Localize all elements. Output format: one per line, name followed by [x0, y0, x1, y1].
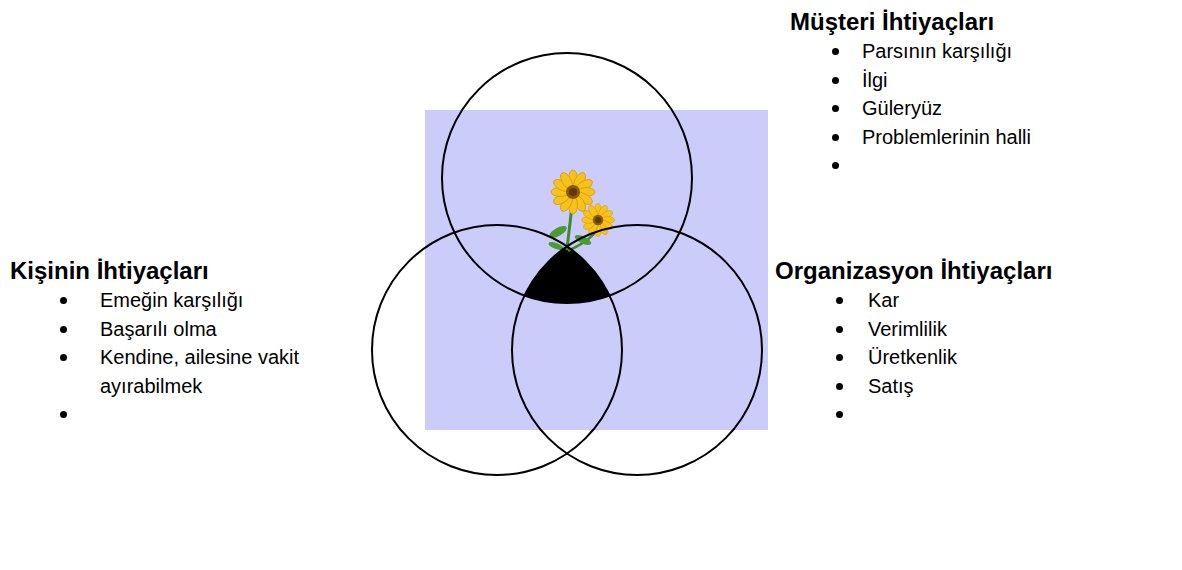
list-bullet	[836, 383, 843, 390]
list-row: Satış	[836, 372, 1052, 401]
venn-circle	[512, 225, 762, 475]
list-heading: Organizasyon İhtiyaçları	[775, 256, 1052, 286]
center-triangle	[442, 53, 692, 303]
list-row	[832, 151, 1031, 180]
list-row: Kar	[836, 286, 1052, 315]
list-row: Üretkenlik	[836, 343, 1052, 372]
list-item: Başarılı olma	[100, 315, 340, 344]
list-row	[836, 400, 1052, 429]
list-bullet	[60, 354, 67, 361]
list-bullet	[60, 411, 67, 418]
venn-circle	[372, 225, 622, 475]
list-bullet	[60, 326, 67, 333]
list-item: Parsının karşılığı	[862, 37, 1031, 66]
list-row: Parsının karşılığı	[832, 37, 1031, 66]
list-item: Kar	[868, 286, 1052, 315]
list-bullet	[832, 105, 839, 112]
list-row: Verimlilik	[836, 315, 1052, 344]
list-bullet	[832, 134, 839, 141]
list-bullet	[60, 297, 67, 304]
list-row: Başarılı olma	[60, 315, 340, 344]
list-item: Üretkenlik	[868, 343, 1052, 372]
list-bullet	[832, 77, 839, 84]
needs-list: Organizasyon İhtiyaçlarıKarVerimlilikÜre…	[775, 256, 1052, 429]
list-bullet	[832, 162, 839, 169]
list-item: Güleryüz	[862, 94, 1031, 123]
list-item: Verimlilik	[868, 315, 1052, 344]
list-row: Kendine, ailesine vakit ayırabilmek	[60, 343, 340, 400]
venn-circle	[442, 53, 692, 303]
list-item: Satış	[868, 372, 1052, 401]
list-item: Problemlerinin halli	[862, 123, 1031, 152]
list-row: Emeğin karşılığı	[60, 286, 340, 315]
needs-list: Müşteri İhtiyaçlarıParsının karşılığıİlg…	[790, 7, 1031, 180]
list-item: İlgi	[862, 66, 1031, 95]
list-item: Kendine, ailesine vakit ayırabilmek	[100, 343, 340, 400]
list-heading: Müşteri İhtiyaçları	[790, 7, 1031, 37]
list-bullet	[836, 354, 843, 361]
list-row: Problemlerinin halli	[832, 123, 1031, 152]
list-item: Emeğin karşılığı	[100, 286, 340, 315]
list-heading: Kişinin İhtiyaçları	[10, 256, 340, 286]
lavender-square	[425, 110, 768, 430]
list-row	[60, 400, 340, 429]
list-bullet	[836, 411, 843, 418]
list-row: İlgi	[832, 66, 1031, 95]
list-bullet	[832, 48, 839, 55]
list-row: Güleryüz	[832, 94, 1031, 123]
needs-list: Kişinin İhtiyaçlarıEmeğin karşılığıBaşar…	[10, 256, 340, 429]
list-bullet	[836, 326, 843, 333]
venn-circles	[372, 53, 762, 475]
list-bullet	[836, 297, 843, 304]
